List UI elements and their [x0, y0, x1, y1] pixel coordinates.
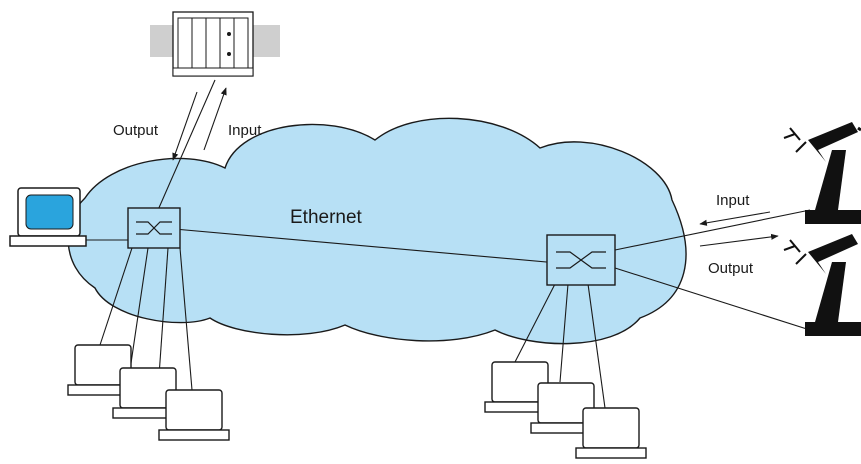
computer-terminal-icon [112, 367, 184, 419]
output-arrow-robot [699, 233, 779, 247]
switch-icon [546, 234, 616, 286]
computer-terminal-icon [575, 407, 647, 459]
input-arrow-plc [203, 87, 227, 151]
output-arrow-plc [172, 91, 198, 161]
input-arrow-robot [699, 211, 771, 226]
laptop-icon [9, 187, 87, 247]
ethernet-cloud [67, 117, 687, 345]
computer-terminal-icon [67, 344, 139, 396]
output-label-plc: Output [113, 122, 159, 139]
cloud-label: Ethernet [290, 207, 363, 228]
input-label-plc: Input [228, 122, 262, 139]
output-label-robot: Output [708, 260, 754, 277]
network-links [84, 79, 811, 409]
industrial-robot-icon [783, 234, 861, 336]
plc-device-icon [150, 11, 280, 77]
input-label-robot: Input [716, 192, 750, 209]
computer-terminal-icon [158, 389, 230, 441]
industrial-robot-icon [783, 122, 861, 224]
switch-icon [127, 207, 181, 249]
